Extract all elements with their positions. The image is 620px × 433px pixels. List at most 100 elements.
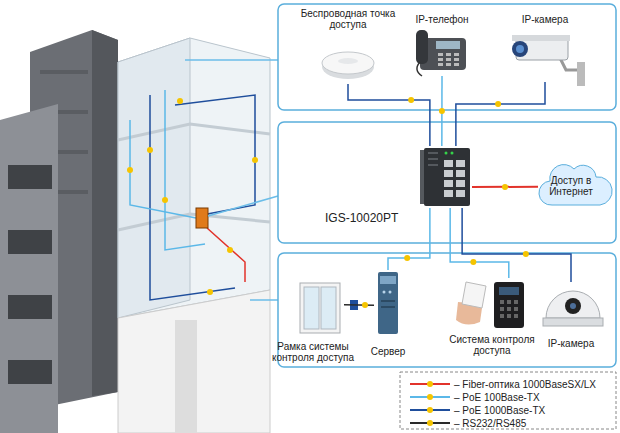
node-label: Система контроля доступа — [447, 334, 537, 356]
cable-connector — [472, 184, 538, 190]
door-frame-node: Рамка системы контроля доступа — [282, 281, 344, 363]
access-reader-icon — [514, 314, 518, 318]
legend-text: – PoE 100Base-TX — [454, 392, 540, 403]
node-label: Рамка системы контроля доступа — [270, 341, 356, 363]
legend-frame — [400, 372, 616, 429]
building-illustration — [207, 228, 245, 282]
switch-icon — [444, 160, 453, 167]
ip-camera-icon — [512, 35, 585, 86]
ip-phone-icon — [438, 58, 443, 61]
building-illustration — [8, 230, 52, 254]
region-boxes — [278, 4, 616, 110]
building-illustration — [8, 295, 52, 319]
cable-connector — [456, 82, 545, 146]
access-control-node: Система контроля доступа — [450, 278, 534, 360]
switch-icon — [420, 150, 424, 204]
building-illustration — [130, 120, 196, 218]
access-reader-icon — [494, 282, 524, 328]
switch-icon — [428, 152, 438, 154]
legend-dot — [427, 420, 433, 426]
node-label: IP-камера — [505, 14, 585, 25]
access-reader-icon — [500, 307, 504, 311]
building-illustration — [118, 214, 270, 230]
switch-icon — [420, 148, 470, 206]
ip-phone-icon — [446, 53, 451, 56]
ip-phone-icon — [417, 62, 422, 76]
switch-icon — [456, 180, 465, 187]
cable-dot — [408, 97, 414, 103]
building-illustration — [118, 38, 270, 318]
building-illustration — [162, 197, 168, 203]
server-icon — [378, 272, 398, 334]
server-icon — [381, 300, 395, 302]
switch-icon — [444, 180, 453, 187]
legend: – Fiber-оптика 1000BaseSX/LX – PoE 100Bas… — [400, 372, 616, 429]
switch-icon — [428, 164, 438, 166]
server-icon — [381, 306, 395, 308]
switch-icon — [444, 190, 453, 197]
building-illustration — [118, 124, 270, 140]
server-icon — [389, 291, 392, 294]
ip-phone-icon — [446, 58, 451, 61]
access-reader-icon — [514, 307, 518, 311]
access-point-node: Беспроводная точка доступа — [288, 8, 408, 84]
building-illustration — [150, 95, 235, 300]
access-reader-icon — [499, 287, 519, 295]
cable-line — [348, 84, 430, 146]
node-label: Беспроводная точка доступа — [288, 8, 408, 30]
legend-dot — [427, 407, 433, 413]
cable-dot — [523, 251, 529, 257]
legend-row: – RS232/RS485 — [400, 418, 616, 429]
ip-camera-icon — [516, 45, 524, 53]
internet-cloud — [539, 165, 612, 205]
building-illustration — [0, 30, 270, 433]
cable-dot — [404, 255, 410, 261]
server-icon — [383, 291, 386, 294]
ip-camera-icon — [577, 62, 585, 86]
ip-phone-icon — [446, 63, 451, 66]
ip-phone-icon — [436, 41, 460, 49]
door-frame-icon — [321, 287, 336, 329]
switch-icon — [456, 170, 465, 177]
ip-phone-icon — [416, 30, 466, 76]
building-illustration — [175, 320, 197, 433]
switch-icon — [456, 190, 465, 197]
internet-cloud-node: Доступ в Интернет — [538, 165, 604, 207]
access-reader-icon — [507, 314, 511, 318]
node-label: IGS-10020PT — [325, 212, 417, 225]
access-reader-icon — [456, 282, 524, 328]
building-illustration — [118, 290, 270, 433]
legend-dot — [427, 394, 433, 400]
leader-lines — [185, 59, 278, 61]
building-illustration — [177, 98, 183, 104]
cable-connector — [462, 208, 571, 282]
access-reader-icon — [500, 300, 504, 304]
access-point-icon — [322, 52, 374, 79]
ip-phone-icon — [454, 53, 459, 56]
node-label: Доступ в Интернет — [540, 175, 602, 197]
node-label: IP-телефон — [402, 14, 482, 25]
building-illustration — [127, 167, 133, 173]
cable-connector — [450, 208, 509, 278]
cable-connector — [344, 302, 374, 308]
server-icon — [378, 272, 398, 334]
legend-text: – Fiber-оптика 1000BaseSX/LX — [454, 379, 596, 390]
legend-dot — [427, 381, 433, 387]
door-frame-icon — [304, 287, 319, 329]
cable-connector — [439, 76, 445, 146]
dome-camera-icon — [543, 318, 603, 326]
leader-lines — [208, 196, 278, 216]
ip-phone-icon — [438, 53, 443, 56]
legend-text: – PoE 1000Base-TX — [454, 405, 545, 416]
cable-line — [456, 82, 545, 146]
cable-dot — [362, 302, 368, 308]
building-illustration — [196, 208, 208, 228]
switch-icon — [444, 170, 453, 177]
node-label: IP-камера — [535, 338, 607, 349]
cable-line — [344, 304, 374, 306]
cable-line — [450, 208, 509, 278]
building-illustration — [207, 289, 213, 295]
